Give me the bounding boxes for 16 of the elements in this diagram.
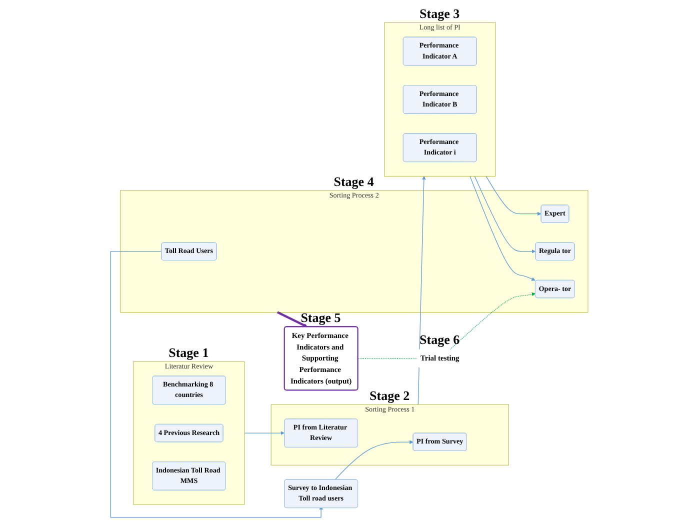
stage-label: Stage 5 [300,310,341,326]
arrow [485,176,541,216]
stage-label: Stage 4 [334,174,374,190]
stage-label: Stage 3 [420,6,460,22]
arrow [110,251,323,518]
arrow [450,292,536,350]
arrow [417,176,426,405]
stage-label: Stage 2 [370,388,410,404]
arrow [469,176,536,281]
arrow [244,431,284,435]
arrow [334,440,414,480]
arrow [474,176,536,254]
arrow [276,311,308,328]
stage-label: Stage 1 [168,344,209,361]
stage-label: Stage 6 [420,332,460,348]
connector [357,358,418,359]
